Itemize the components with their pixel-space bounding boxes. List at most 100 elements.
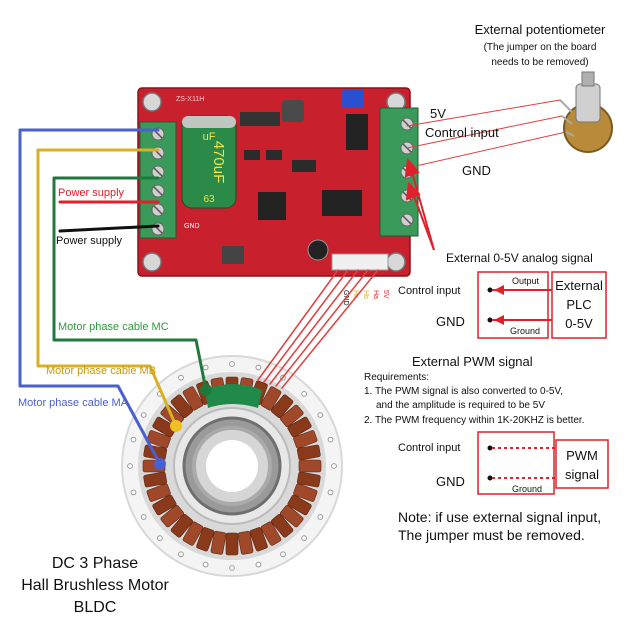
- motor-coil: [296, 444, 321, 461]
- motor-coil: [170, 513, 194, 538]
- motor-screw-hole: [178, 551, 184, 558]
- mb-terminal-dot: [170, 420, 182, 432]
- motor-coil: [152, 494, 177, 516]
- motor-screw-hole: [130, 489, 137, 496]
- pwm-title: External PWM signal: [412, 354, 533, 369]
- small-capacitor: [307, 239, 329, 261]
- motor-screw-hole: [331, 463, 337, 469]
- pwm-gnd-label: GND: [436, 474, 465, 489]
- hall-wire-5v: [257, 269, 339, 381]
- motor-cable-mb-label: Motor phase cable MB: [46, 365, 156, 377]
- pot-control-label: Control input: [425, 125, 499, 140]
- hall-wire-hc: [275, 269, 369, 387]
- motor-coil: [146, 483, 171, 502]
- motor-coils: [142, 376, 322, 556]
- motor-screw-hole: [255, 364, 262, 371]
- board-model-label: ZS-X11H: [176, 96, 204, 103]
- potentiometer-note-1: (The jumper on the board: [484, 42, 597, 53]
- motor-coil: [160, 504, 185, 528]
- pot-gnd-label: GND: [462, 163, 491, 178]
- motor-screw-hole: [327, 489, 334, 496]
- motor-coil: [293, 430, 318, 449]
- hall-wire-ha: [263, 269, 349, 383]
- power-negative-wire: [58, 224, 160, 233]
- motor-title-line3: BLDC: [74, 599, 117, 616]
- motor-coil: [143, 471, 168, 488]
- plc-box-line3: 0-5V: [565, 316, 593, 331]
- analog-diagram: [477, 271, 607, 339]
- hall-connector: [331, 253, 389, 271]
- motor-screw-hole: [229, 361, 235, 367]
- motor-screw-hole: [301, 535, 308, 542]
- note-line-2: The jumper must be removed.: [398, 527, 585, 543]
- motor-screw-hole: [327, 436, 334, 443]
- motor-coil: [152, 416, 177, 438]
- motor-screw-holes: [127, 361, 337, 571]
- pot-5v-label: 5V: [430, 106, 446, 121]
- analog-output-label: Output: [512, 276, 540, 286]
- motor-screw-hole: [317, 514, 324, 520]
- motor-coil: [296, 471, 321, 488]
- analog-control-input-label: Control input: [398, 285, 460, 297]
- left-terminal-block: [139, 121, 177, 239]
- pot-gnd-wire: [406, 131, 567, 169]
- motor-title-line2: Hall Brushless Motor: [21, 577, 169, 594]
- motor-cable-ma-label: Motor phase cable MA: [18, 397, 129, 409]
- potentiometer: [559, 71, 613, 153]
- pwm-box-line2: signal: [565, 467, 599, 482]
- motor-title-line1: DC 3 Phase: [52, 555, 138, 572]
- pwm-control-input-label: Control input: [398, 442, 460, 454]
- bldc-motor: [121, 355, 343, 577]
- motor-coil: [298, 459, 322, 473]
- driver-chip-2: [322, 190, 362, 216]
- phase-mc-wire: [52, 176, 208, 392]
- hall-pin-label: Ha: [372, 290, 379, 299]
- motor-coil: [287, 416, 312, 438]
- hall-pin-label: 5V: [382, 290, 389, 299]
- pwm-requirement-2: 2. The PWM frequency within 1K-20KHZ is …: [364, 415, 584, 426]
- signal-arrows: [404, 157, 435, 251]
- wires: [18, 99, 567, 466]
- capacitor-voltage-label: 63: [203, 194, 215, 205]
- motor-screw-hole: [280, 551, 286, 558]
- motor-coil: [293, 483, 318, 502]
- motor-coil: [287, 494, 312, 516]
- capacitor-uf-label: uF: [203, 131, 216, 143]
- motor-screw-hole: [317, 412, 324, 418]
- jumper-potentiometer: [342, 90, 364, 108]
- potentiometer-title: External potentiometer: [475, 22, 606, 37]
- analog-gnd-label: GND: [436, 314, 465, 329]
- motor-coil: [270, 513, 294, 538]
- motor-coil: [237, 530, 254, 555]
- inductor: [282, 100, 304, 122]
- motor-coil: [279, 404, 304, 428]
- hall-wire-gnd: [281, 269, 379, 389]
- phase-ma-wire: [18, 128, 162, 466]
- hall-sensor-pcb: [205, 384, 262, 408]
- analog-ground-label: Ground: [510, 326, 540, 336]
- pwm-requirement-1b: and the amplitude is required to be 5V: [376, 400, 545, 411]
- motor-screw-hole: [202, 561, 209, 568]
- motor-screw-hole: [301, 390, 308, 397]
- pot-5v-wire: [406, 99, 561, 127]
- capacitor-value-label: 470uF: [210, 141, 227, 184]
- motor-coil: [249, 527, 268, 552]
- pwm-requirements-title: Requirements:: [364, 372, 429, 383]
- mosfet-row: [240, 112, 280, 126]
- motor-coil: [225, 532, 239, 556]
- motor-coil: [279, 504, 304, 528]
- motor-screw-hole: [140, 514, 147, 520]
- pwm-box-line1: PWM: [566, 448, 598, 463]
- mc-terminal-dot: [200, 384, 212, 396]
- capacitor: uF 470uF 63: [181, 115, 237, 209]
- motor-coil: [260, 521, 282, 546]
- motor-coil: [270, 394, 294, 419]
- driver-chip-1: [346, 114, 368, 150]
- motor-screw-hole: [229, 565, 235, 571]
- board-gnd-silk: GND: [184, 223, 200, 230]
- pwm-ground-label: Ground: [512, 484, 542, 494]
- pot-control-wire: [406, 115, 563, 149]
